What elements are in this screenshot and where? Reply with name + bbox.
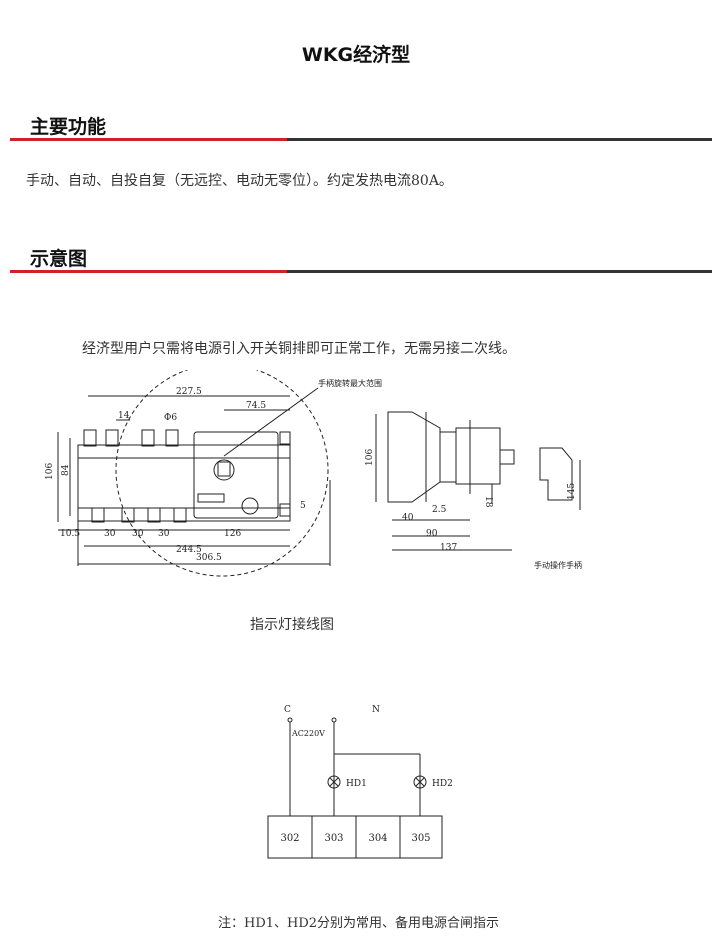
dim-126: 126 (224, 529, 241, 539)
dim-14: 14 (118, 411, 130, 421)
dim-30a: 30 (104, 529, 116, 539)
side-dim-18: 18 (483, 496, 493, 508)
label-hd1: HD1 (346, 779, 367, 789)
note-handle-range: 手柄旋转最大范围 (318, 378, 382, 388)
diagram-intro-text: 经济型用户只需将电源引入开关铜排即可正常工作，无需另接二次线。 (82, 341, 516, 357)
dim-84: 84 (61, 464, 71, 476)
terminal-302: 302 (280, 833, 299, 844)
dim-30b: 30 (132, 529, 144, 539)
functions-text: 手动、自动、自投自复（无远控、电动无零位）。约定发热电流80A。 (26, 173, 453, 189)
manual-handle-view (539, 447, 573, 501)
dim-244: 244.5 (176, 545, 202, 555)
front-cover (193, 431, 279, 519)
label-c: C (284, 705, 291, 715)
label-ac220v: AC220V (291, 729, 325, 738)
side-dim-40: 40 (402, 513, 414, 523)
dim-10-5: 10.5 (60, 529, 80, 539)
wiring-note: 注：HD1、HD2分别为常用、备用电源合闸指示 (218, 916, 500, 931)
handle-rotation-circle (115, 370, 329, 577)
switch-body (77, 444, 291, 522)
terminal-303: 303 (324, 833, 343, 844)
side-dim-90: 90 (426, 529, 438, 539)
lamp-hd1-icon (327, 775, 341, 789)
label-n: N (372, 705, 380, 715)
side-dim-106: 106 (365, 449, 375, 466)
terminal-block (267, 815, 443, 859)
side-dim-137: 137 (440, 543, 457, 553)
side-dim-2-5: 2.5 (432, 505, 447, 515)
terminal-305: 305 (411, 833, 430, 844)
note-manual-handle: 手动操作手柄 (534, 560, 582, 570)
section-rule-functions (10, 138, 712, 141)
section-heading-diagram: 示意图 (30, 248, 88, 270)
dimension-drawing: 227.5 74.5 14 Φ6 106 84 10.5 30 30 30 12… (45, 370, 582, 577)
wiring-caption: 指示灯接线图 (250, 617, 334, 633)
dim-5: 5 (300, 501, 306, 511)
section-heading-functions: 主要功能 (30, 116, 107, 138)
dim-30c: 30 (158, 529, 170, 539)
dim-phi6: Φ6 (164, 413, 177, 423)
section-rule-diagram (10, 270, 712, 273)
terminal-304: 304 (368, 833, 387, 844)
dim-106: 106 (45, 463, 55, 480)
dim-74: 74.5 (246, 401, 266, 411)
lamp-hd2-icon (413, 775, 427, 789)
page-title: WKG经济型 (301, 44, 411, 66)
wiring-diagram: C N AC220V HD1 HD2 302 303 304 305 (267, 705, 453, 859)
handle-knob (213, 459, 235, 481)
handle-dim-145: 145 (567, 483, 577, 500)
dim-227: 227.5 (176, 387, 202, 397)
dim-306: 306.5 (196, 553, 222, 563)
side-view (387, 411, 441, 503)
label-hd2: HD2 (432, 779, 453, 789)
